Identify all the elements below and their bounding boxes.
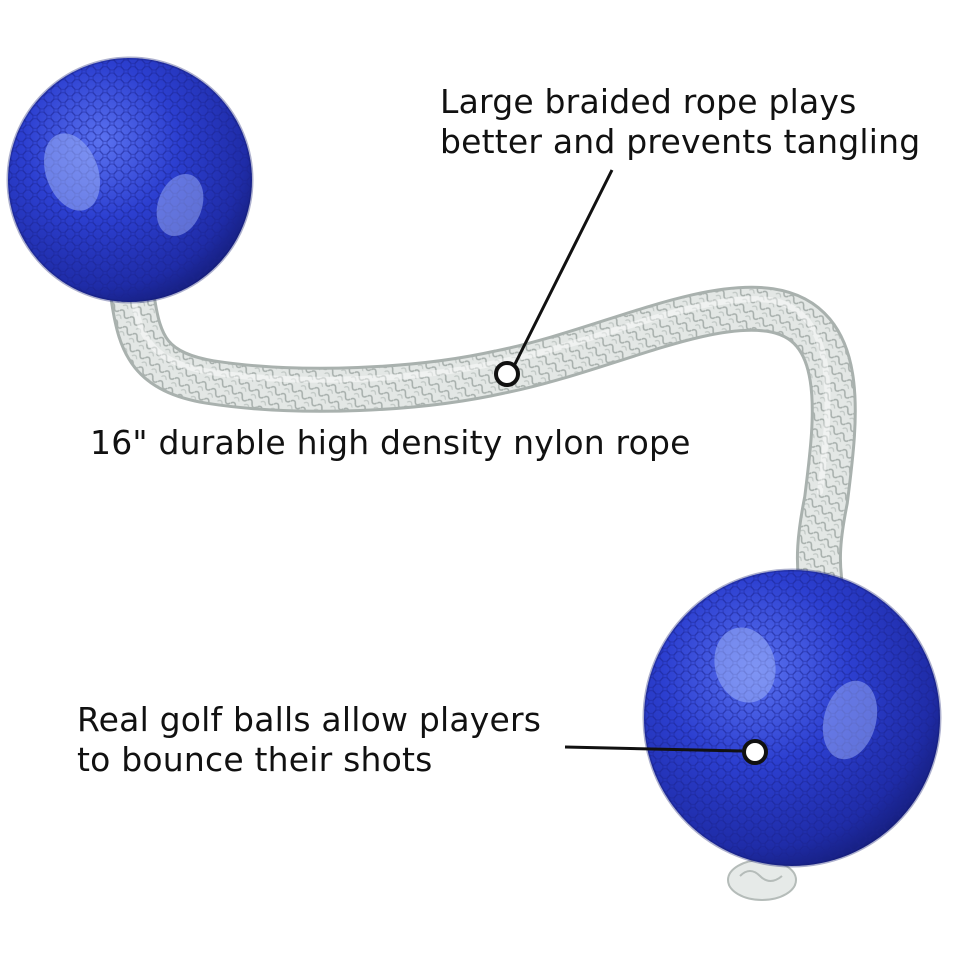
golf-ball-lower: [642, 568, 942, 868]
caption-braided-rope-line1: Large braided rope plays: [440, 82, 857, 121]
golf-ball-upper: [6, 56, 254, 304]
callout-golf-balls: [564, 739, 768, 765]
caption-golf-balls-line1: Real golf balls allow players: [77, 700, 542, 739]
caption-rope-length: 16" durable high density nylon rope: [90, 423, 691, 462]
caption-braided-rope-line2: better and prevents tangling: [440, 122, 921, 161]
callout-braided-rope: [494, 169, 614, 387]
caption-braided-rope: Large braided rope plays better and prev…: [440, 82, 920, 162]
caption-golf-balls-line2: to bounce their shots: [77, 740, 433, 779]
nylon-rope: [110, 277, 857, 901]
caption-golf-balls: Real golf balls allow players to bounce …: [77, 700, 541, 780]
